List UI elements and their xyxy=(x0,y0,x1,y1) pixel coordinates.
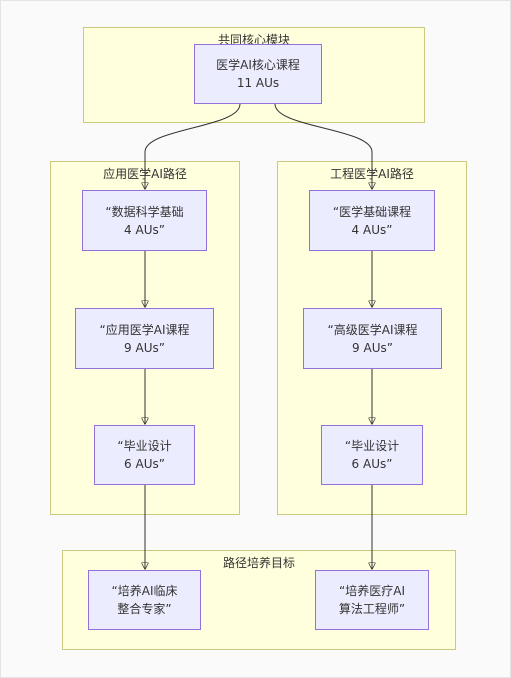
node-med-basics: “医学基础课程 4 AUs” xyxy=(309,190,435,251)
node-algo-engineer: “培养医疗AI 算法工程师” xyxy=(315,570,429,630)
cluster-applied-title: 应用医学AI路径 xyxy=(103,167,187,181)
node-core-course: 医学AI核心课程 11 AUs xyxy=(194,44,322,104)
node-applied-thesis: “毕业设计 6 AUs” xyxy=(94,425,195,485)
node-eng-thesis: “毕业设计 6 AUs” xyxy=(321,425,423,485)
node-applied-course: “应用医学AI课程 9 AUs” xyxy=(75,308,214,369)
node-clinical-expert: “培养AI临床 整合专家” xyxy=(88,570,201,630)
cluster-core-title: 共同核心模块 xyxy=(217,33,290,47)
cluster-goals-title: 路径培养目标 xyxy=(222,556,295,570)
cluster-engineering-title: 工程医学AI路径 xyxy=(330,167,414,181)
node-data-science: “数据科学基础 4 AUs” xyxy=(82,190,207,251)
node-advanced-course: “高级医学AI课程 9 AUs” xyxy=(303,308,442,369)
